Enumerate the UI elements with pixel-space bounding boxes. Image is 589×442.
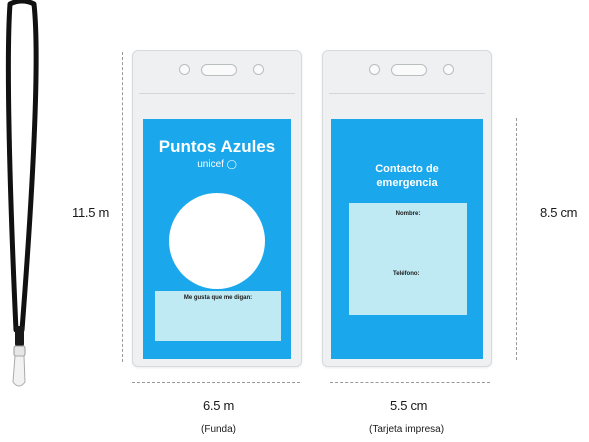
card-width-guide bbox=[330, 382, 490, 383]
holder-height-label: 11.5 m bbox=[72, 205, 109, 220]
holder-hole-left bbox=[179, 64, 190, 75]
holder-hole-left bbox=[369, 64, 380, 75]
holder-height-guide bbox=[122, 52, 123, 362]
front-card-title: Puntos Azules bbox=[158, 137, 276, 156]
back-badge-holder: Contacto de emergencia Nombre: Teléfono: bbox=[322, 50, 492, 367]
holder-hole-right bbox=[253, 64, 264, 75]
holder-slot bbox=[201, 64, 237, 76]
back-card-title-line2: emergencia bbox=[376, 177, 438, 189]
back-card: Contacto de emergencia Nombre: Teléfono: bbox=[331, 119, 483, 359]
phone-label: Teléfono: bbox=[393, 271, 420, 277]
card-width-label: 5.5 cm bbox=[390, 398, 428, 413]
holder-hole-right bbox=[443, 64, 454, 75]
holder-caption: (Funda) bbox=[201, 424, 237, 435]
card-caption: (Tarjeta impresa) bbox=[369, 424, 445, 435]
card-height-guide bbox=[516, 118, 517, 360]
lanyard-strap bbox=[5, 0, 39, 387]
photo-circle bbox=[169, 193, 265, 289]
holder-slot bbox=[391, 64, 427, 76]
message-panel-label: Me gusta que me digan: bbox=[183, 295, 253, 301]
name-label: Nombre: bbox=[395, 211, 421, 217]
holder-width-label: 6.5 m bbox=[203, 398, 235, 413]
card-height-label: 8.5 cm bbox=[540, 205, 578, 220]
back-card-title-line1: Contacto de bbox=[375, 163, 439, 175]
message-panel: Me gusta que me digan: bbox=[155, 291, 281, 341]
contact-panel: Nombre: Teléfono: bbox=[349, 203, 467, 315]
holder-width-guide bbox=[132, 382, 300, 383]
front-badge-holder: Puntos Azules unicef ◯ Me gusta que me d… bbox=[132, 50, 302, 367]
unicef-emblem-icon: ◯ bbox=[226, 159, 237, 169]
holder-clip-strip bbox=[139, 59, 295, 94]
holder-clip-strip bbox=[329, 59, 485, 94]
unicef-logo-text: unicef bbox=[197, 159, 224, 170]
unicef-logo: unicef ◯ bbox=[143, 159, 291, 170]
front-card: Puntos Azules unicef ◯ Me gusta que me d… bbox=[143, 119, 291, 359]
